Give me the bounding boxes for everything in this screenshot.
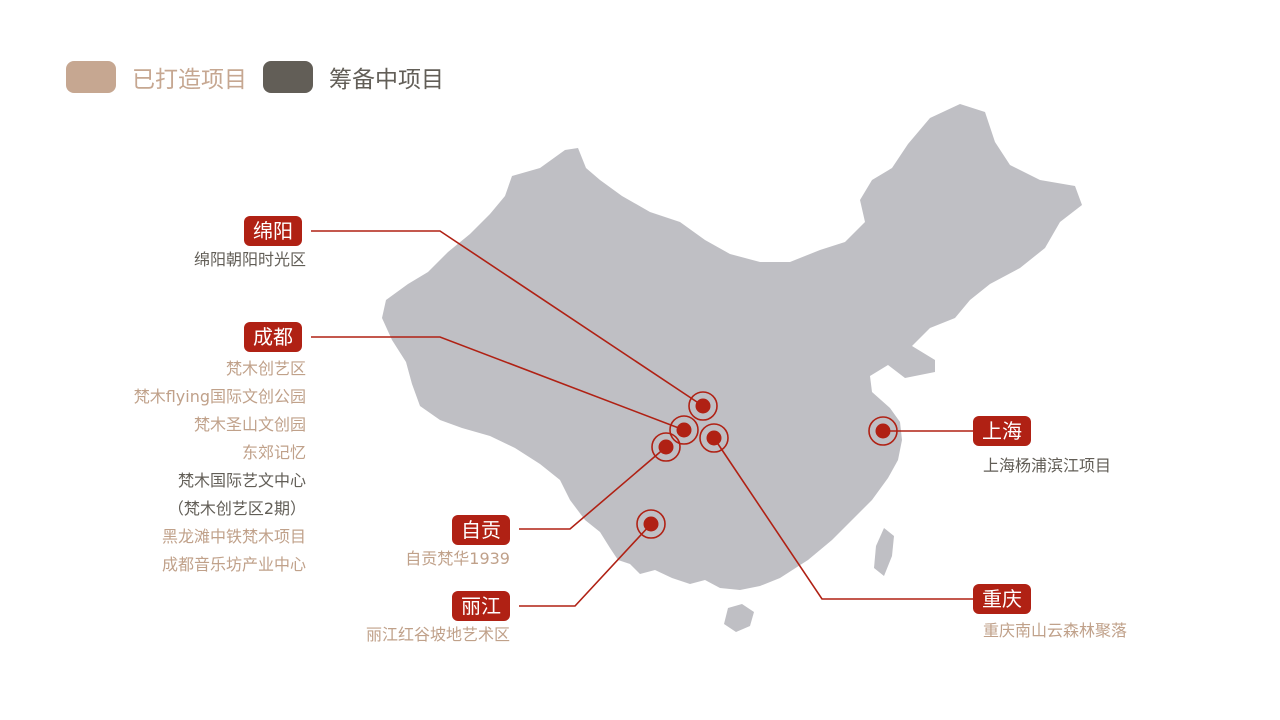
connector-line [311,230,704,407]
marker-ring [699,423,729,453]
city-markers [636,391,898,539]
connector-line [713,437,973,600]
marker-ring [669,415,699,445]
legend-swatch-built [66,61,116,93]
connector-lines [311,230,973,607]
project-item: 梵木创艺区 [225,359,306,378]
project-item: 黑龙滩中铁梵木项目 [161,527,306,546]
legend-item-planned: 筹备中项目 [263,60,444,94]
marker-dot [695,398,711,414]
project-item: （梵木创艺区2期） [167,499,306,518]
project-item: 梵木圣山文创园 [193,415,306,434]
marker-ring [688,391,718,421]
project-item: 梵木国际艺文中心 [177,471,306,490]
marker-ring [636,509,666,539]
project-item: 成都音乐坊产业中心 [161,555,306,574]
project-item: 自贡梵华1939 [405,549,510,568]
connector-line [311,336,685,431]
project-item: 绵阳朝阳时光区 [193,250,306,269]
connector-line [519,446,667,530]
project-list-lijiang: 丽江红谷坡地艺术区 [366,621,510,649]
project-item: 上海杨浦滨江项目 [983,456,1112,475]
marker-dot [676,422,692,438]
hainan-island-shape [724,604,754,632]
project-list-shanghai: 上海杨浦滨江项目 [983,452,1111,480]
marker-dot [706,430,722,446]
marker-dot [875,423,891,439]
project-list-chengdu: 梵木创艺区 梵木flying国际文创公园 梵木圣山文创园 东郊记忆 梵木国际艺文… [134,355,306,579]
legend-label-built: 已打造项目 [132,67,247,93]
project-item: 丽江红谷坡地艺术区 [365,625,510,644]
legend-label-planned: 筹备中项目 [329,67,444,93]
legend-swatch-planned [263,61,313,93]
project-item: 重庆南山云森林聚落 [983,621,1128,640]
project-list-chongqing: 重庆南山云森林聚落 [983,617,1127,645]
legend: 已打造项目 筹备中项目 [66,60,460,94]
marker-dot [643,516,659,532]
legend-item-built: 已打造项目 [66,60,247,94]
city-label-mianyang: 绵阳 [244,216,302,246]
city-label-lijiang: 丽江 [452,591,510,621]
project-list-mianyang: 绵阳朝阳时光区 [194,246,306,274]
connector-line [519,523,652,607]
city-label-chongqing: 重庆 [973,584,1031,614]
marker-ring [868,416,898,446]
city-label-chengdu: 成都 [244,322,302,352]
taiwan-island-shape [874,528,894,576]
city-label-shanghai: 上海 [973,416,1031,446]
project-list-zigong: 自贡梵华1939 [405,545,510,573]
city-label-zigong: 自贡 [452,515,510,545]
project-item: 东郊记忆 [241,443,306,462]
marker-dot [658,439,674,455]
project-item: 梵木flying国际文创公园 [133,387,306,406]
china-outline-shape [382,104,1082,590]
marker-ring [651,432,681,462]
